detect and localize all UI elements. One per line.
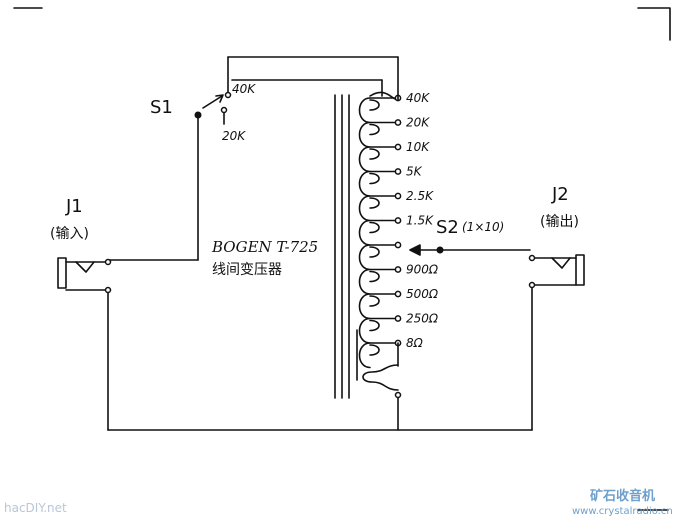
s1-40k-contact xyxy=(224,91,232,99)
jack-j2 xyxy=(531,254,585,431)
tap-label: 2.5K xyxy=(406,189,434,203)
tap-terminal xyxy=(394,266,402,273)
s1-wiring xyxy=(107,56,399,261)
watermark-left: hacDIY.net xyxy=(4,501,67,515)
tap-label: 1.5K xyxy=(406,214,434,228)
s1-pos-20k: 20K xyxy=(222,129,246,143)
primary-winding xyxy=(358,91,399,369)
s1-common-terminal xyxy=(194,111,202,119)
tap-terminals: 40K 20K 10K 5K 2.5K 1.5K 900Ω 500Ω 250Ω 8Ω xyxy=(369,91,439,350)
transformer-core xyxy=(334,94,350,399)
corner-marks xyxy=(13,7,671,511)
j1-tip-terminal xyxy=(104,258,112,266)
tap-label: 10K xyxy=(406,140,430,154)
tap-label: 5K xyxy=(406,165,423,179)
tap-label: 500Ω xyxy=(406,287,439,301)
tap-label: 8Ω xyxy=(406,336,424,350)
j2-sleeve-terminal xyxy=(528,281,536,289)
j2-tip-terminal xyxy=(528,254,536,262)
tap-label: 40K xyxy=(406,91,430,105)
watermark-right-cn: 矿石收音机 xyxy=(590,488,655,504)
watermark-right-url: www.crystalradio.cn xyxy=(572,506,673,517)
j1-sleeve-terminal xyxy=(104,286,112,294)
tap-label: 900Ω xyxy=(406,263,439,277)
s2-wiper xyxy=(436,246,444,254)
diagram-subtitle: 线间变压器 xyxy=(212,262,282,278)
tap-terminal xyxy=(394,168,402,175)
tap-terminal xyxy=(394,241,402,249)
s1-label: S1 xyxy=(150,97,173,118)
tap-label: 250Ω xyxy=(406,312,439,326)
tap-terminal xyxy=(394,119,402,126)
tap-terminal xyxy=(394,315,402,322)
s2-wiring xyxy=(409,244,531,256)
j1-label: J1 xyxy=(65,196,83,217)
diagram-title: BOGEN T-725 xyxy=(211,238,318,256)
s1-20k-contact xyxy=(220,106,228,114)
j2-label: J2 xyxy=(551,184,569,205)
j1-note: (输入) xyxy=(50,226,89,242)
jack-j1 xyxy=(57,257,109,431)
tap-terminal xyxy=(394,217,402,224)
tap-terminal xyxy=(394,192,402,200)
tap-terminal xyxy=(394,143,402,151)
tap-terminal xyxy=(394,290,402,298)
coil-top-lead xyxy=(369,91,399,101)
s2-label: S2 xyxy=(436,217,459,238)
ground-bus xyxy=(107,394,533,431)
s1-pos-40k: 40K xyxy=(232,82,256,96)
secondary-terminal xyxy=(394,391,402,399)
s2-note: (1×10) xyxy=(462,220,504,234)
j2-note: (输出) xyxy=(540,214,579,230)
coil-turns xyxy=(358,97,380,369)
tap-label: 20K xyxy=(406,116,430,130)
secondary-winding xyxy=(356,329,399,391)
